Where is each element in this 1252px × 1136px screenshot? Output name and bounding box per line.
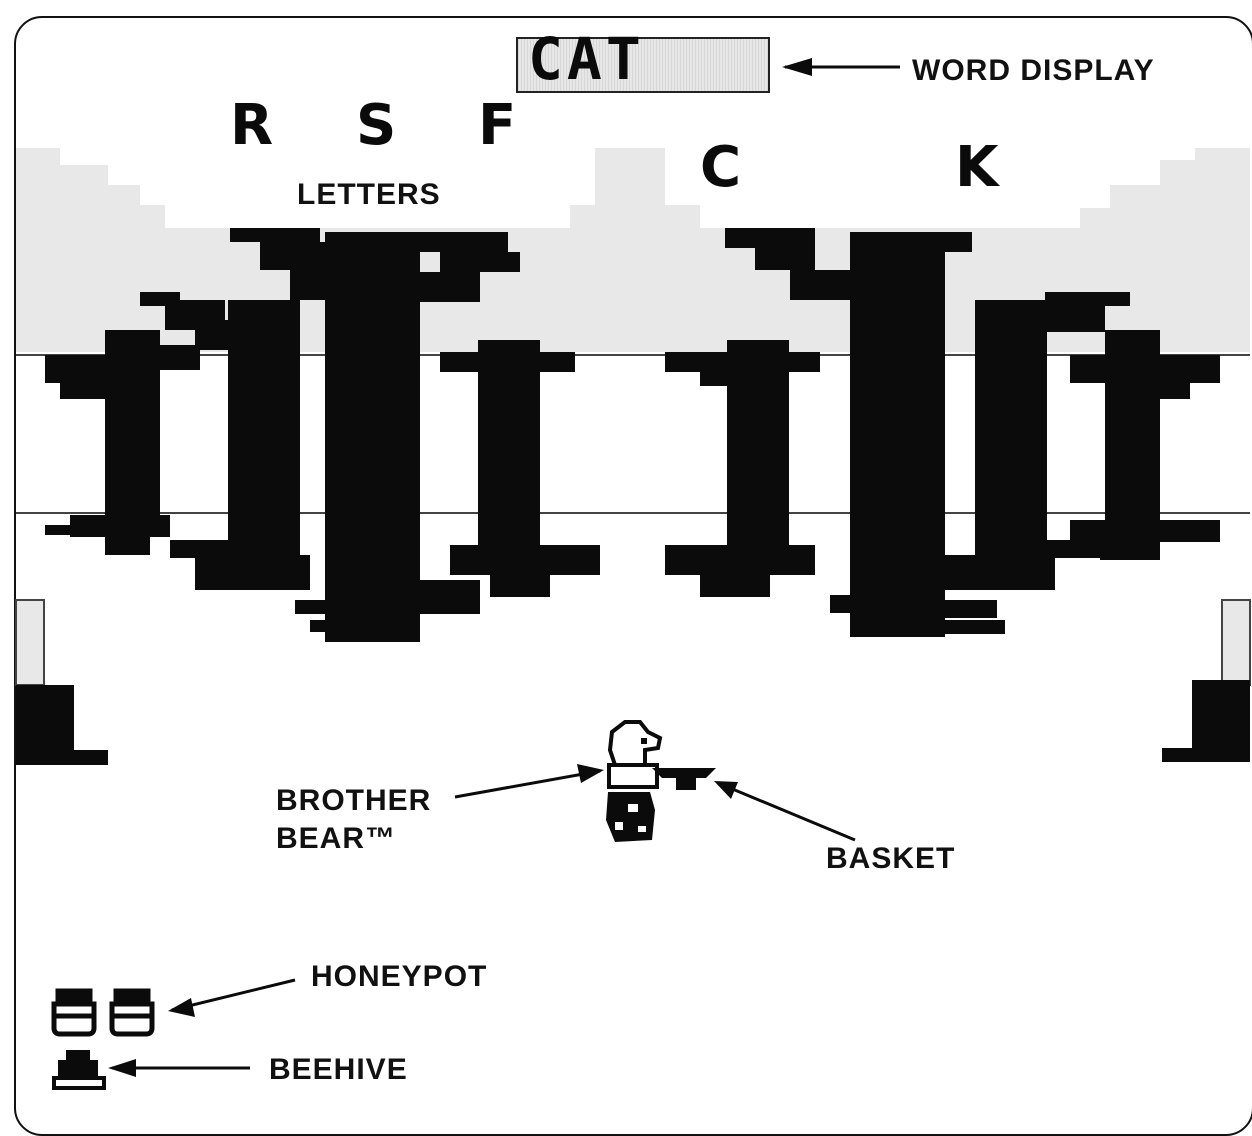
honeypot-icons bbox=[51, 988, 155, 1037]
tree-2 bbox=[140, 292, 310, 590]
brother-bear-sprite bbox=[606, 720, 663, 842]
letters-label: LETTERS bbox=[297, 178, 441, 211]
tree-1 bbox=[45, 330, 200, 555]
word-display-box bbox=[516, 37, 770, 93]
tree-5 bbox=[665, 340, 820, 597]
beehive-icon bbox=[52, 1050, 106, 1090]
tree-4 bbox=[440, 340, 600, 597]
letter-k: K bbox=[955, 135, 999, 200]
basket-label: BASKET bbox=[826, 842, 956, 875]
tree-7 bbox=[945, 292, 1130, 590]
honeypot-icon bbox=[109, 988, 155, 1037]
brother-bear-label: BROTHER BEAR™ bbox=[276, 784, 432, 855]
right-edge-block bbox=[1162, 599, 1251, 762]
word-display-text: CAT bbox=[528, 25, 645, 93]
beehive-label: BEEHIVE bbox=[269, 1053, 408, 1086]
basket-sprite bbox=[652, 768, 716, 790]
tree-6 bbox=[725, 228, 1005, 637]
annotation-arrows bbox=[108, 58, 900, 1077]
honeypot-icon bbox=[51, 988, 97, 1037]
honeypot-label: HONEYPOT bbox=[311, 960, 488, 993]
letter-c: C bbox=[700, 135, 742, 200]
word-display-label: WORD DISPLAY bbox=[912, 54, 1155, 87]
tree-8 bbox=[1070, 330, 1220, 560]
left-edge-block bbox=[15, 599, 108, 765]
letter-f: F bbox=[478, 93, 517, 158]
tree-3 bbox=[230, 228, 520, 642]
letter-r: R bbox=[230, 93, 274, 158]
letter-s: S bbox=[356, 93, 397, 158]
